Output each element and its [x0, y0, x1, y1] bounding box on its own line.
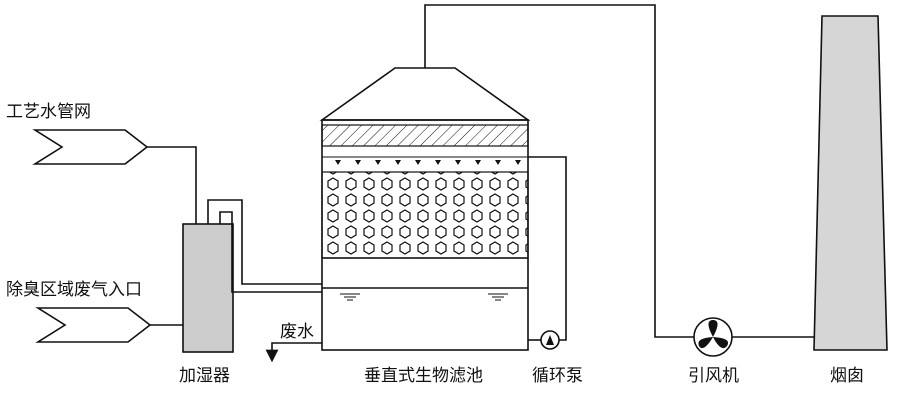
exhaust-duct	[424, 4, 694, 338]
water-level-marks	[340, 293, 508, 301]
spray-nozzle	[455, 160, 461, 165]
pump-icon	[540, 330, 560, 350]
chimney	[813, 15, 888, 351]
gas-inlet-arrow	[35, 307, 152, 343]
humidifier	[182, 223, 234, 353]
spray-nozzle	[395, 160, 401, 165]
spray-nozzle	[475, 160, 481, 165]
spray-nozzle	[375, 160, 381, 165]
label-fan: 引风机	[688, 366, 739, 386]
spray-nozzles	[335, 160, 521, 165]
biofilter-tower	[319, 67, 531, 351]
spray-nozzle	[335, 160, 341, 165]
spray-nozzle	[495, 160, 501, 165]
label-biofilter: 垂直式生物滤池	[364, 366, 483, 386]
label-process-water: 工艺水管网	[6, 102, 91, 122]
spray-nozzle	[415, 160, 421, 165]
label-pump: 循环泵	[532, 366, 583, 386]
water-pipe	[147, 146, 197, 224]
label-chimney: 烟囱	[830, 366, 864, 386]
fan-icon	[693, 317, 733, 357]
spray-nozzle	[355, 160, 361, 165]
label-humidifier: 加湿器	[179, 366, 230, 386]
process-water-inlet-arrow	[32, 129, 149, 165]
label-gas-inlet: 除臭区域废气入口	[6, 280, 142, 300]
label-wastewater: 废水	[280, 322, 314, 342]
spray-nozzle	[435, 160, 441, 165]
wastewater-drain	[265, 342, 322, 363]
humidifier-outlet-duct	[207, 199, 322, 285]
spray-nozzle	[515, 160, 521, 165]
